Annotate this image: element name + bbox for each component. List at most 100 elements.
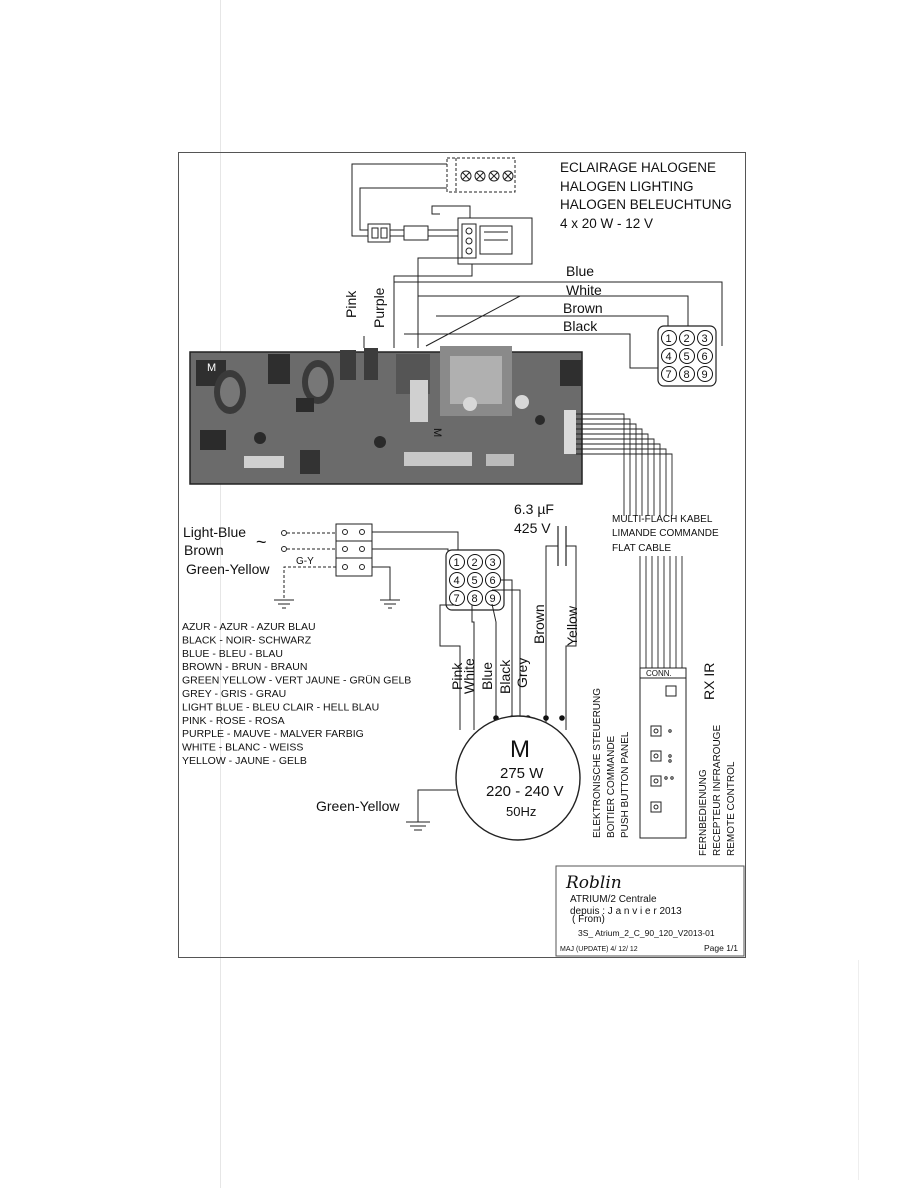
panel-line-de: ELEKTRONISCHE STEUERUNG	[592, 688, 603, 838]
halogen-lighting-heading: ECLAIRAGE HALOGENE HALOGEN LIGHTING HALO…	[560, 160, 732, 231]
upper-terminal-pin-circle	[679, 366, 695, 382]
panel-conn-label: CONN.	[646, 669, 672, 678]
wire-label-white: White	[566, 282, 602, 298]
upper-terminal-pin-number: 5	[684, 351, 690, 363]
legend-entry: LIGHT BLUE - BLEU CLAIR - HELL BLAU	[182, 701, 379, 713]
remote-line-de: FERNBEDIENUNG	[698, 769, 709, 856]
upper-terminal-pin-circle	[697, 366, 713, 382]
lamp-icon	[460, 170, 472, 182]
mains-gy: G-Y	[296, 556, 314, 567]
mains-connector	[274, 523, 459, 609]
lower-terminal-pin-circle	[467, 572, 483, 588]
upper-terminal-pin-number: 3	[702, 333, 708, 345]
upper-terminal-pin-circle	[697, 348, 713, 364]
lower-terminal-pin-number: 6	[490, 575, 496, 587]
title-page: Page 1/1	[704, 943, 738, 953]
upper-terminal-pin-circle	[661, 348, 677, 364]
motor-voltage: 220 - 240 V	[486, 783, 564, 800]
flat-cable-line-fr: LIMANDE COMMANDE	[612, 528, 719, 539]
pcb-marker-m-right: M	[431, 428, 443, 437]
lower-terminal-pin-circle	[467, 554, 483, 570]
motor-ground-label: Green-Yellow	[316, 798, 400, 814]
wire-label-brown: Brown	[563, 300, 603, 316]
lower-terminal-pin-circle	[449, 590, 465, 606]
motor-wires	[439, 579, 567, 730]
motor-power: 275 W	[500, 765, 544, 782]
title-ref: 3S_ Atrium_2_C_90_120_V2013-01	[578, 928, 715, 938]
capacitor-voltage: 425 V	[514, 520, 551, 536]
motor-wire-labels: Pink White Blue Black Grey Brown Yellow	[449, 604, 580, 694]
motor-symbol: M 275 W 220 - 240 V 50Hz Green-Yellow	[316, 715, 581, 841]
heading-line-de: HALOGEN BELEUCHTUNG	[560, 197, 732, 212]
legend-entry: PURPLE - MAUVE - MALVER FARBIG	[182, 728, 364, 740]
panel-line-en: PUSH BUTTON PANEL	[620, 731, 631, 838]
upper-terminal-pin-circle	[661, 366, 677, 382]
wire-label-purple: Purple	[371, 287, 387, 328]
lower-terminal-pin-number: 5	[472, 575, 478, 587]
lower-terminal-pin-circle	[449, 554, 465, 570]
control-pcb: M M	[189, 346, 583, 485]
capacitor-capacitance: 6.3 µF	[514, 501, 554, 517]
legend-entry: BLACK - NOIR- SCHWARZ	[182, 634, 312, 646]
motor-wire-black: Black	[497, 659, 513, 694]
upper-terminal-pin-number: 7	[666, 369, 672, 381]
diagram-frame	[178, 152, 746, 958]
flat-cable-line-en: FLAT CABLE	[612, 543, 671, 554]
heading-line-en: HALOGEN LIGHTING	[560, 179, 694, 194]
remote-line-fr: RECEPTEUR INFRAROUGE	[712, 725, 723, 856]
title-model: ATRIUM/2 Centrale	[570, 894, 657, 905]
lamp-icon	[488, 170, 500, 182]
legend-entry: GREY - GRIS - GRAU	[182, 688, 286, 700]
top-wire-labels: Pink Purple Blue White Brown Black	[343, 263, 603, 334]
ac-symbol: ~	[256, 532, 267, 552]
remote-line-en: REMOTE CONTROL	[726, 761, 737, 856]
flat-cable-label: MULTI-FLACH KABEL LIMANDE COMMANDE FLAT …	[612, 514, 719, 554]
title-from: ( From)	[572, 914, 605, 925]
motor-wire-white: White	[461, 658, 477, 694]
upper-terminal-pin-circle	[661, 330, 677, 346]
wire-label-pink: Pink	[343, 290, 359, 318]
mains-green-yellow: Green-Yellow	[186, 561, 270, 577]
capacitor-label: 6.3 µF 425 V	[514, 501, 554, 536]
motor-wire-blue: Blue	[479, 662, 495, 690]
legend-entry: GREEN YELLOW - VERT JAUNE - GRÜN GELB	[182, 675, 411, 687]
motor-wire-brown: Brown	[531, 604, 547, 644]
wire-label-black: Black	[563, 318, 598, 334]
flat-cable	[576, 413, 683, 668]
lower-terminal-pin-number: 2	[472, 557, 478, 569]
lower-terminal-pin-number: 7	[454, 593, 460, 605]
upper-terminal-pin-circle	[679, 330, 695, 346]
upper-terminal-pin-circle	[697, 330, 713, 346]
mains-light-blue: Light-Blue	[183, 524, 246, 540]
upper-terminal-pin-number: 1	[666, 333, 672, 345]
left-margin-line	[220, 0, 221, 1188]
right-margin-line	[858, 960, 859, 1180]
lower-terminal-pin-circle	[449, 572, 465, 588]
motor-letter: M	[510, 736, 530, 763]
lower-terminal-pin-number: 8	[472, 593, 478, 605]
upper-terminal-pin-number: 9	[702, 369, 708, 381]
title-update: MAJ (UPDATE) 4/ 12/ 12	[560, 946, 638, 953]
mains-labels: Light-Blue Brown Green-Yellow G-Y ~	[183, 524, 314, 577]
title-since: depuis : J a n v i e r 2013	[570, 906, 682, 917]
rx-ir-label: RX IR	[701, 663, 717, 700]
wire-label-blue: Blue	[566, 263, 594, 279]
mains-brown: Brown	[184, 542, 224, 558]
push-button-panel: CONN. RX IR ELEKTRONISCHE STEUERUNG BOIT…	[592, 663, 737, 856]
title-block: Roblin ATRIUM/2 Centrale depuis : J a n …	[555, 865, 745, 957]
motor-frequency: 50Hz	[506, 804, 536, 819]
motor-wire-grey: Grey	[514, 658, 530, 688]
legend-entry: PINK - ROSE - ROSA	[182, 715, 285, 727]
heading-line-fr: ECLAIRAGE HALOGENE	[560, 160, 716, 175]
panel-line-fr: BOITIER COMMANDE	[606, 735, 617, 838]
upper-terminal-pin-number: 6	[702, 351, 708, 363]
lower-terminal-pin-number: 9	[490, 593, 496, 605]
legend-entry: BROWN - BRUN - BRAUN	[182, 661, 307, 673]
motor-wire-pink: Pink	[449, 662, 465, 690]
upper-terminal-pin-number: 8	[684, 369, 690, 381]
top-wires	[363, 281, 723, 369]
